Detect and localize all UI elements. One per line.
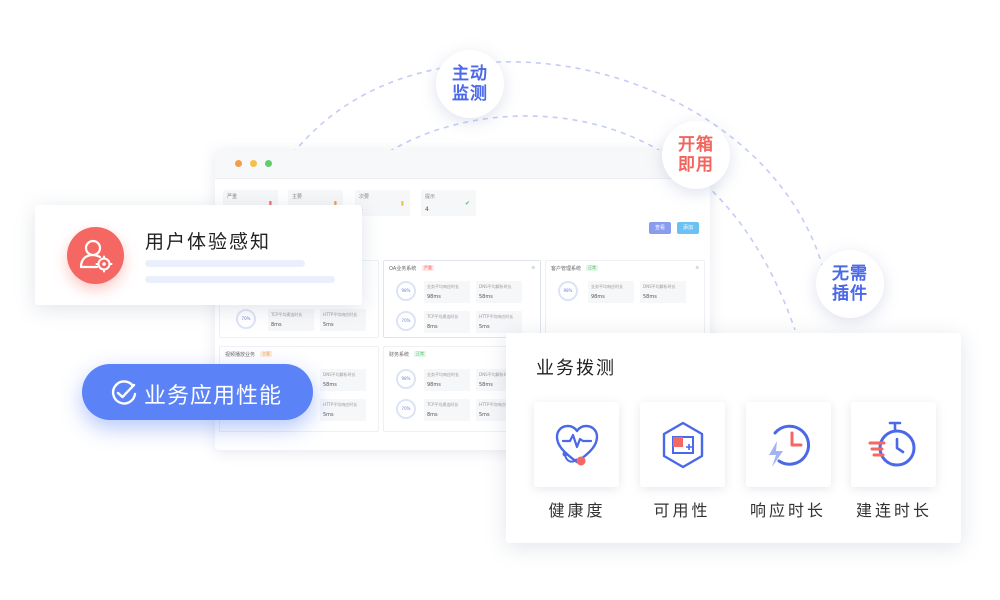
probe-tile-response-time[interactable] [746, 402, 831, 487]
bubble-line: 插件 [832, 284, 868, 304]
ring-chart: 70% [236, 309, 256, 329]
outer-dashed-arc [261, 61, 826, 276]
panel-title: 客户管理系统 [551, 266, 582, 272]
ring-chart: 98% [558, 281, 578, 301]
status-badge: 正常 [586, 265, 598, 271]
probe-label-health: 健康度 [548, 501, 606, 520]
status-badge: 主要 [260, 351, 272, 357]
panel-settings-icon[interactable]: ⚙ [695, 265, 699, 270]
status-badge: 正常 [414, 351, 426, 357]
probe-tile-connect-time[interactable] [851, 402, 936, 487]
stopwatch-icon [868, 421, 916, 467]
placeholder-bar [145, 276, 335, 283]
panel-settings-icon[interactable]: ⚙ [531, 265, 535, 270]
ring-chart: 70% [396, 399, 416, 419]
close-dot-icon [235, 160, 242, 167]
user-experience-card: 用户体验感知 [35, 205, 362, 305]
bubble-line: 主动 [452, 64, 488, 84]
probe-tile-availability[interactable] [640, 402, 725, 487]
status-badge: 严重 [422, 265, 434, 271]
feature-bubble-active-monitoring: 主动 监测 [436, 50, 504, 118]
bubble-line: 即用 [678, 155, 714, 175]
probe-label-connect-time: 建连时长 [855, 501, 932, 520]
user-experience-title: 用户体验感知 [145, 231, 272, 253]
probe-label-availability: 可用性 [653, 501, 711, 520]
panel-title: 财务系统 [389, 352, 410, 358]
ring-chart: 70% [396, 311, 416, 331]
arrow-circle-icon [111, 380, 137, 405]
probe-label-response-time: 响应时长 [749, 501, 826, 520]
business-probe-card: 业务拨测 健康度 可用性 响应时长 [506, 333, 961, 543]
minimize-dot-icon [250, 160, 257, 167]
business-probe-title: 业务拨测 [536, 358, 616, 379]
clock-lightning-icon [769, 424, 811, 467]
panel-title: OA业务系统 [389, 266, 417, 272]
business-app-performance-pill: 业务应用性能 [82, 364, 313, 420]
window-titlebar [215, 150, 710, 179]
inner-dashed-arc [329, 115, 796, 331]
probe-tile-health[interactable] [534, 402, 619, 487]
view-button[interactable]: 查看 [649, 222, 671, 234]
feature-bubble-out-of-box: 开箱 即用 [662, 121, 730, 189]
bubble-line: 开箱 [678, 135, 714, 155]
stat-minor: 次要4▮ [355, 190, 410, 216]
add-button[interactable]: 添加 [677, 222, 699, 234]
heart-pulse-icon [555, 424, 599, 466]
ring-chart: 98% [396, 281, 416, 301]
feature-bubble-no-plugin: 无需 插件 [816, 250, 884, 318]
ring-chart: 98% [396, 369, 416, 389]
user-gear-icon [67, 227, 124, 284]
placeholder-bar [145, 260, 305, 267]
bubble-line: 监测 [452, 84, 488, 104]
bubble-line: 无需 [832, 264, 868, 284]
maximize-dot-icon [265, 160, 272, 167]
panel-title: 视频播放业务 [225, 352, 256, 358]
hexagon-window-icon [662, 421, 704, 469]
business-app-performance-label: 业务应用性能 [144, 384, 283, 409]
